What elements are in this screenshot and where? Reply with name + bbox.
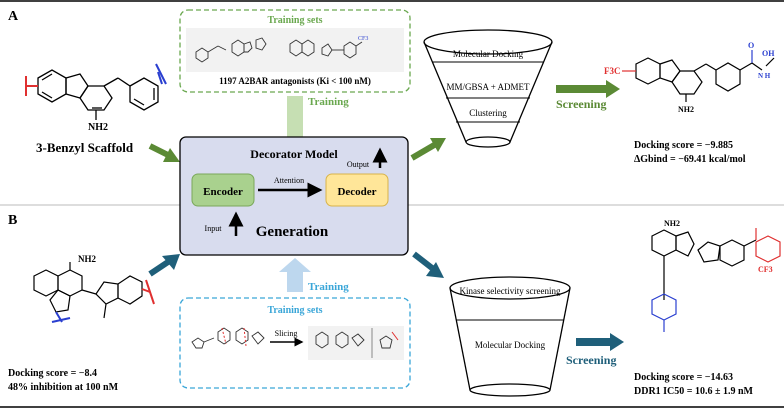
attention-label: Attention — [274, 176, 304, 185]
sliced-fragment-decoration — [379, 335, 393, 349]
arrow-model-to-funnel-b — [412, 251, 444, 278]
training-sets-title-a: Training sets — [267, 15, 322, 26]
product-a-amide-nh: N H — [758, 72, 771, 80]
funnel-a-step-1: Molecular Docking — [453, 49, 524, 59]
encoder-label: Encoder — [203, 186, 243, 198]
arrow-model-to-funnel-a — [410, 138, 446, 161]
screening-arrow-b-shaft — [576, 338, 610, 346]
product-molecule-a — [635, 50, 775, 102]
training-molecules-panel-a — [186, 28, 404, 72]
scaffold-attachment-points-a — [25, 63, 167, 96]
generation-label: Generation — [256, 224, 329, 240]
decorator-model-title: Decorator Model — [250, 147, 338, 161]
funnel-a — [423, 29, 553, 148]
scaffold-molecule-b — [33, 262, 143, 319]
product-molecule-b — [651, 228, 781, 332]
sliced-fragment-scaffold — [315, 331, 365, 349]
encoder-box — [191, 173, 255, 207]
binding-energy-a: ΔGbind = −69.41 kcal/mol — [634, 154, 746, 165]
start-docking-score-b: Docking score = −8.4 — [8, 368, 97, 379]
product-b-nh2: NH2 — [664, 219, 680, 228]
start-inhibition-b: 48% inhibition at 100 nM — [8, 382, 119, 393]
funnel-a-step-3: Clustering — [469, 108, 507, 118]
training-sets-box-a — [179, 9, 411, 93]
product-b-cf3: CF3 — [758, 265, 773, 274]
training-label-b: Training — [308, 281, 349, 293]
funnel-b-step-2: Molecular Docking — [475, 340, 546, 350]
scaffold-attachment-points-b — [51, 279, 155, 323]
scaffold-b-nh2: NH2 — [78, 254, 97, 264]
input-label: Input — [205, 224, 223, 233]
scaffold-molecule-a — [37, 69, 159, 120]
scaffold-nh2-label: NH2 — [88, 122, 108, 133]
scaffold-name: 3-Benzyl Scaffold — [36, 140, 134, 155]
product-a-cf3: F3C — [604, 66, 621, 76]
funnel-b — [449, 276, 571, 397]
training-molecule-a2 — [289, 39, 363, 59]
panel-a-label: A — [8, 9, 19, 24]
training-sets-title-b: Training sets — [267, 305, 322, 316]
product-ic50-b: DDR1 IC50 = 10.6 ± 1.9 nM — [634, 386, 754, 397]
product-docking-score-b: Docking score = −14.63 — [634, 372, 733, 383]
screening-label-a: Screening — [556, 97, 606, 111]
fragment-cut-mark — [391, 331, 399, 341]
arrow-scaffold-b-to-model — [148, 254, 180, 277]
funnel-b-step-1: Kinase selectivity screening — [460, 286, 561, 296]
product-a-oh: OH — [762, 49, 775, 58]
training-sets-box-b — [179, 297, 411, 389]
screening-arrow-b-head — [610, 333, 624, 351]
docking-score-a: Docking score = −9.885 — [634, 140, 733, 151]
training-arrow-b — [279, 258, 311, 292]
slice-mark-1 — [221, 327, 227, 345]
training-molecule-a1 — [195, 37, 267, 63]
arrow-scaffold-to-model — [148, 143, 180, 162]
screening-label-b: Screening — [566, 353, 616, 367]
screening-arrow-a-shaft — [556, 85, 606, 93]
slicing-label: Slicing — [275, 329, 298, 338]
slice-mark-2 — [243, 327, 247, 347]
funnel-a-step-2: MM/GBSA + ADMET — [446, 82, 530, 92]
panel-b-label: B — [8, 213, 17, 228]
product-a-nh2: NH2 — [678, 105, 694, 114]
training-molecule-cf3: CF3 — [358, 36, 368, 42]
product-a-amide-o: O — [748, 41, 754, 50]
decoder-label: Decoder — [337, 186, 376, 198]
training-molecule-b-full — [191, 327, 265, 349]
training-label-a: Training — [308, 96, 349, 108]
training-sets-caption-a: 1197 A2BAR antagonists (Ki < 100 nM) — [219, 76, 371, 86]
screening-arrow-a-head — [606, 80, 620, 98]
output-label: Output — [347, 160, 370, 169]
decoder-box — [325, 173, 389, 207]
